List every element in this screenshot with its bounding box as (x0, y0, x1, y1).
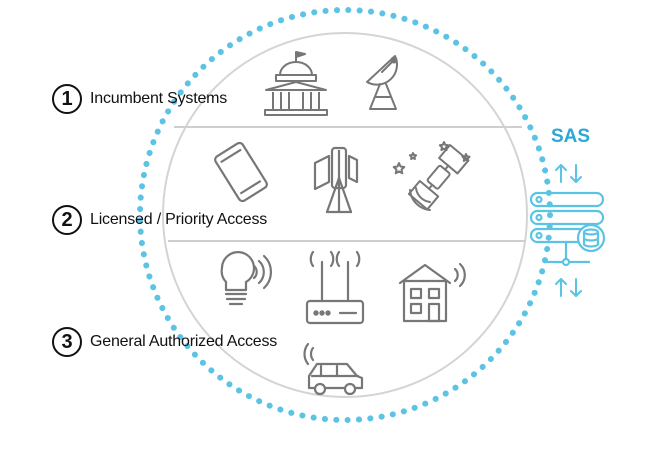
tier-number-badge: 2 (52, 205, 82, 235)
tier-label: Licensed / Priority Access (90, 211, 268, 228)
smart-home-icon (398, 262, 466, 323)
server-database-icon (529, 191, 606, 267)
tier-incumbent-systems: 1 Incumbent Systems (52, 84, 227, 114)
arrows-up-down-icon (555, 164, 582, 183)
tier-general-authorized-access: 3 General Authorized Access (52, 327, 277, 357)
sas-label: SAS (551, 126, 591, 147)
cell-tower-icon (313, 146, 359, 214)
wifi-router-icon (305, 250, 365, 325)
sas-coverage-ring (137, 7, 553, 423)
tier-number-badge: 3 (52, 327, 82, 357)
tier-label: Incumbent Systems (90, 90, 228, 107)
tier-number-badge: 1 (52, 84, 82, 114)
satellite-dish-icon (366, 55, 398, 110)
smartphone-icon (214, 141, 268, 203)
arrows-up-down-icon (555, 278, 582, 297)
satellite-icon (392, 141, 471, 211)
tier-priority-access: 2 Licensed / Priority Access (52, 205, 267, 235)
smart-bulb-icon (220, 251, 272, 306)
spectrum-circle (162, 32, 528, 398)
tier-label: General Authorized Access (90, 333, 278, 350)
capitol-building-icon (264, 51, 328, 116)
connected-car-icon (303, 342, 364, 396)
